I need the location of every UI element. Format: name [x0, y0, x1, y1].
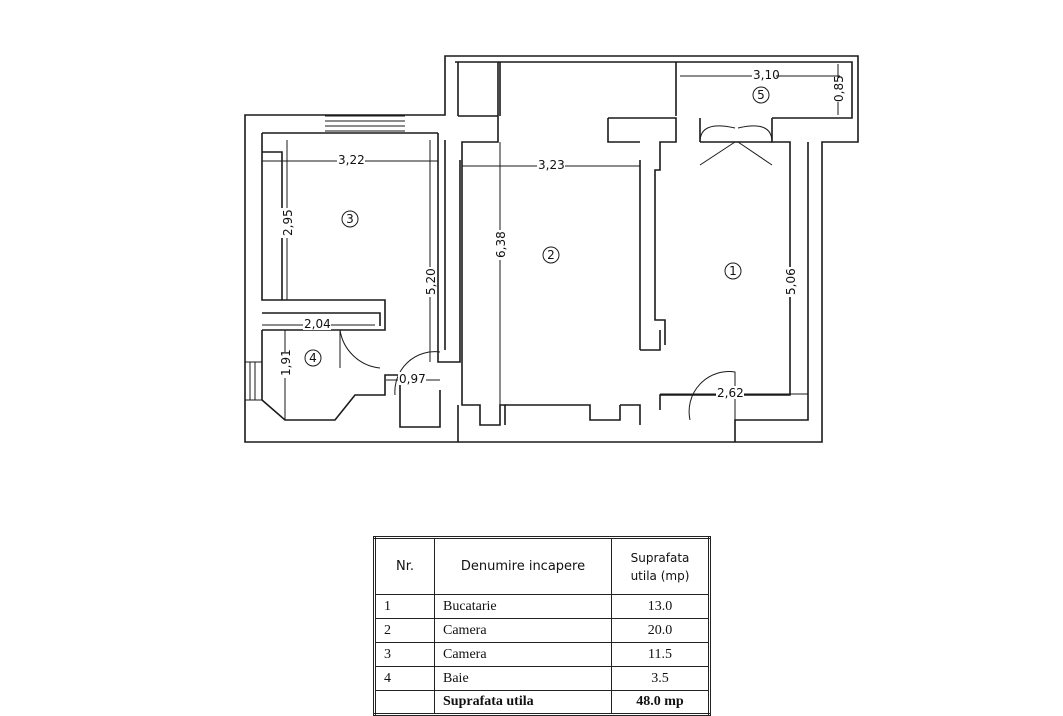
dimension-lines [262, 64, 840, 420]
table-row: 4 Baie 3.5 [374, 666, 710, 691]
total-value: 48.0 mp [611, 690, 710, 715]
room-2-walls [457, 62, 661, 442]
room-1-number: 1 [729, 264, 737, 278]
table-row: 2 Camera 20.0 [374, 618, 710, 643]
dim-6-38: 6,38 [494, 231, 508, 258]
dim-2-62: 2,62 [717, 386, 744, 400]
table-row: 1 Bucatarie 13.0 [374, 594, 710, 619]
door-balcony [699, 125, 773, 166]
row-nr: 4 [374, 666, 435, 691]
window-bath [245, 361, 263, 401]
header-area: Suprafata utila (mp) [611, 537, 710, 595]
row-area: 11.5 [611, 642, 710, 667]
dim-0-97: 0,97 [399, 372, 426, 386]
room-5-number: 5 [757, 88, 765, 102]
dim-3-22: 3,22 [338, 153, 365, 167]
room-numbers: 1 2 3 4 5 [304, 86, 770, 367]
room-3-walls [261, 133, 461, 363]
table-row: 3 Camera 11.5 [374, 642, 710, 667]
dim-2-95: 2,95 [281, 209, 295, 236]
dimension-labels: 3,10 0,85 3,22 3,23 2,95 6,38 5,20 5,06 … [279, 68, 846, 400]
dim-2-04: 2,04 [304, 317, 331, 331]
header-area-line-1: Suprafata [630, 550, 690, 565]
room-area-table: Nr. Denumire incapere Suprafata utila (m… [373, 536, 711, 716]
dim-3-10: 3,10 [753, 68, 780, 82]
dim-3-23: 3,23 [538, 158, 565, 172]
header-nr: Nr. [374, 537, 435, 595]
room-2-marker [542, 246, 560, 264]
room-4-walls [261, 330, 441, 428]
row-area: 3.5 [611, 666, 710, 691]
dim-0-85: 0,85 [832, 75, 846, 102]
row-name: Camera [434, 642, 612, 667]
table-total-row: Suprafata utila 48.0 mp [374, 690, 710, 715]
row-nr: 1 [374, 594, 435, 619]
room-1-walls [607, 117, 809, 442]
room-1-marker [724, 262, 742, 280]
row-nr: 3 [374, 642, 435, 667]
room-3-number: 3 [346, 212, 354, 226]
dim-5-06: 5,06 [784, 268, 798, 295]
dim-1-91: 1,91 [279, 349, 293, 376]
total-label: Suprafata utila [434, 690, 612, 715]
door-bath [339, 329, 381, 369]
row-area: 13.0 [611, 594, 710, 619]
header-area-line-2: utila (mp) [630, 568, 690, 583]
room-2-number: 2 [547, 248, 555, 262]
door-kitchen [688, 371, 736, 421]
room-3-marker [341, 210, 359, 228]
header-room-name: Denumire incapere [434, 537, 612, 595]
door-hall [394, 351, 441, 396]
room-5-marker [752, 86, 770, 104]
row-name: Camera [434, 618, 612, 643]
table-header-row: Nr. Denumire incapere Suprafata utila (m… [374, 537, 710, 595]
room-4-number: 4 [309, 351, 317, 365]
dim-5-20: 5,20 [424, 268, 438, 295]
row-area: 20.0 [611, 618, 710, 643]
outer-walls [244, 55, 859, 443]
row-nr: 2 [374, 618, 435, 643]
window-room-3 [325, 115, 405, 132]
room-4-marker [304, 349, 322, 367]
row-name: Bucatarie [434, 594, 612, 619]
row-name: Baie [434, 666, 612, 691]
total-nr-cell [374, 690, 435, 715]
